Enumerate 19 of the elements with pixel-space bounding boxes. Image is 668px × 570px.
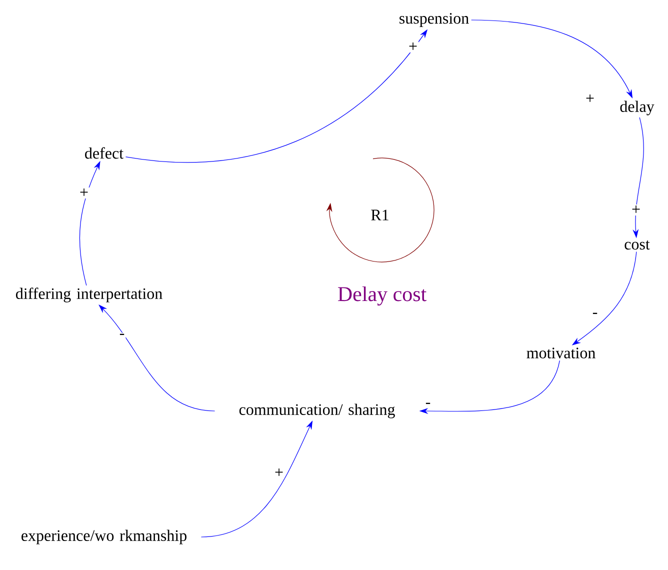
variable-label: motivation — [526, 348, 596, 358]
variable-label: defect — [85, 147, 124, 159]
polarity-sign: - — [591, 312, 599, 318]
polarity-sign: + — [584, 93, 596, 104]
variable-label: experience/wo rkmanship — [22, 530, 186, 544]
loop-label: R1 — [371, 210, 388, 220]
variable-label: cost — [624, 240, 650, 250]
variable-label: delay — [620, 100, 654, 116]
variable-label: communication/ sharing — [239, 404, 395, 418]
arrow — [98, 304, 216, 412]
polarity-sign: + — [630, 204, 642, 216]
polarity-sign: - — [118, 332, 126, 340]
variable-label: suspension — [400, 13, 469, 27]
polarity-sign: + — [78, 187, 90, 199]
loop-name: Delay cost — [338, 286, 426, 306]
polarity-sign: + — [274, 467, 285, 479]
variable-label: differing interpertation — [16, 288, 162, 302]
polarity-sign: - — [424, 402, 432, 408]
polarity-sign: + — [408, 41, 419, 53]
